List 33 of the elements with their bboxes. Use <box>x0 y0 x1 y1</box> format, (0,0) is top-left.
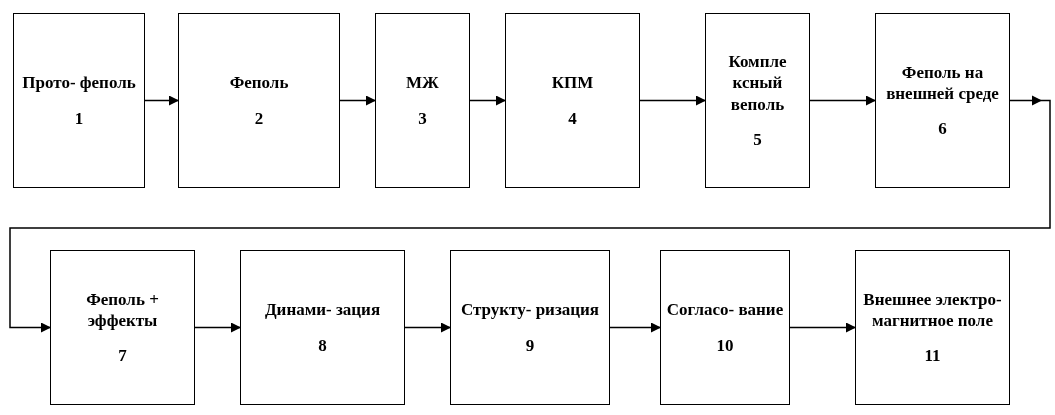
process-box <box>875 13 1010 188</box>
step-number: 10 <box>716 334 734 356</box>
step-number: 8 <box>318 334 327 356</box>
step-label: Динами- зация <box>264 299 381 321</box>
process-box <box>705 13 810 188</box>
step-label: Прото- феполь <box>22 72 136 94</box>
step-label: Согласо- вание <box>666 299 784 321</box>
process-box <box>178 13 340 188</box>
step-number: 2 <box>254 107 264 129</box>
process-box <box>13 13 145 188</box>
step-number: 3 <box>418 107 427 129</box>
step-label: КПМ <box>551 72 594 94</box>
step-number: 4 <box>568 107 577 129</box>
step-label: Феполь <box>229 72 289 94</box>
step-label: Феполь на внешней среде <box>885 61 1000 105</box>
step-number: 1 <box>74 107 84 129</box>
step-number: 7 <box>118 345 127 367</box>
step-label: Структу- ризация <box>460 299 599 321</box>
process-box <box>375 13 470 188</box>
process-box <box>450 250 610 405</box>
step-number: 11 <box>924 345 941 367</box>
process-box <box>505 13 640 188</box>
step-label: МЖ <box>406 72 439 94</box>
process-box <box>660 250 790 405</box>
process-box <box>855 250 1010 405</box>
step-label: Компле ксный веполь <box>727 51 788 115</box>
step-label: Внешнее электро- магнитное поле <box>862 288 1003 332</box>
process-box <box>240 250 405 405</box>
step-number: 5 <box>753 128 762 150</box>
step-number: 9 <box>525 334 535 356</box>
step-number: 6 <box>938 118 947 140</box>
step-label: Феполь + эффекты <box>85 288 160 332</box>
process-box <box>50 250 195 405</box>
